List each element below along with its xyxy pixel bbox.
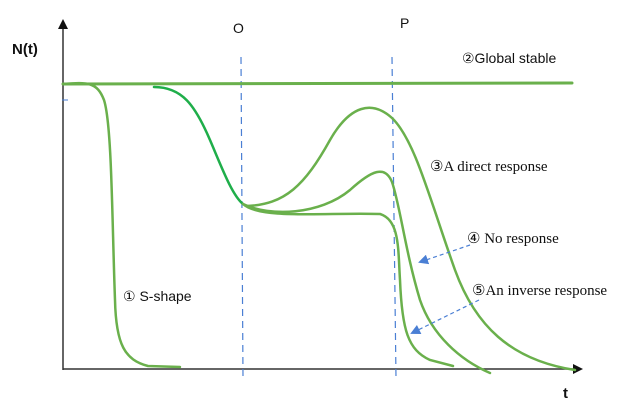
label-no-response: ④ No response	[467, 231, 559, 247]
curve-inverse-response	[241, 202, 455, 368]
marker-o-label: O	[233, 20, 244, 36]
label-direct-response: ③A direct response	[430, 159, 548, 175]
label-global-stable: ②Global stable	[462, 50, 557, 66]
arrow-inverse-response	[410, 299, 480, 334]
guide-o	[240, 56, 244, 379]
guide-lines	[240, 56, 397, 379]
curve-decline-to-o	[152, 85, 245, 206]
label-s-shape: ① S-shape	[123, 288, 192, 304]
curve-s-shape	[61, 81, 182, 369]
curve-global-stable	[61, 81, 574, 86]
curves	[61, 81, 577, 375]
marker-p-label: P	[400, 15, 410, 31]
axes	[58, 19, 583, 374]
x-axis-label: t	[563, 385, 568, 402]
label-inverse-response: ⑤An inverse response	[472, 283, 608, 299]
guide-p	[391, 56, 397, 379]
y-axis-label: N(t)	[12, 41, 38, 58]
curve-no-response	[241, 170, 492, 375]
pointer-arrows	[410, 244, 480, 334]
curve-direct-response	[244, 106, 577, 372]
arrow-no-response	[418, 244, 471, 265]
